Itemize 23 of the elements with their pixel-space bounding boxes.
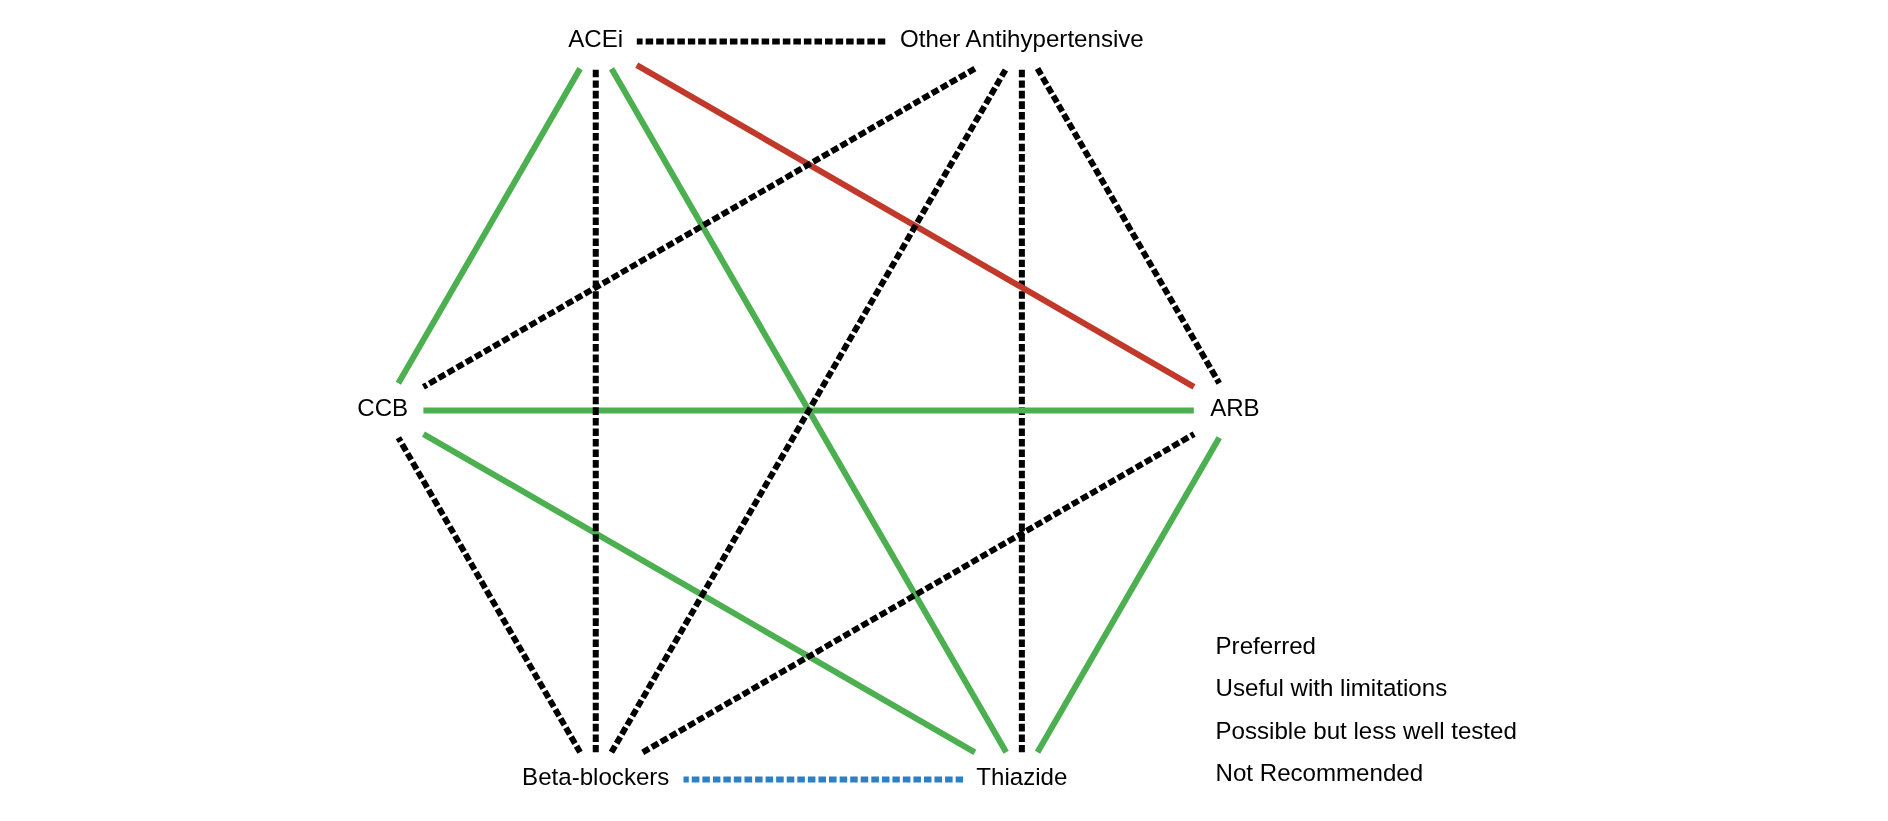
connector	[636, 38, 885, 45]
connector	[640, 431, 1196, 755]
node-text: ACEi	[567, 25, 623, 53]
node-text: ARB	[1209, 394, 1260, 422]
legend-label: Preferred	[1215, 632, 1316, 660]
connector	[1034, 67, 1222, 385]
connector	[395, 436, 583, 754]
legend-label: Possible but less well tested	[1215, 716, 1517, 744]
node-text: Other Antihypertensive	[899, 25, 1144, 53]
connector	[395, 67, 583, 385]
legend-label: Not Recommended	[1215, 758, 1423, 786]
node-text: Beta-blockers	[521, 763, 669, 791]
connector	[421, 65, 976, 390]
connector	[421, 431, 976, 755]
connector	[422, 407, 1194, 414]
node-text: Thiazide	[975, 763, 1067, 791]
connector	[1018, 68, 1025, 753]
legend-label: Useful with limitations	[1215, 674, 1447, 702]
node-text: CCB	[356, 394, 408, 422]
connector	[634, 62, 1195, 390]
connector	[1034, 436, 1222, 754]
connector	[592, 68, 599, 753]
connector	[608, 67, 1009, 754]
